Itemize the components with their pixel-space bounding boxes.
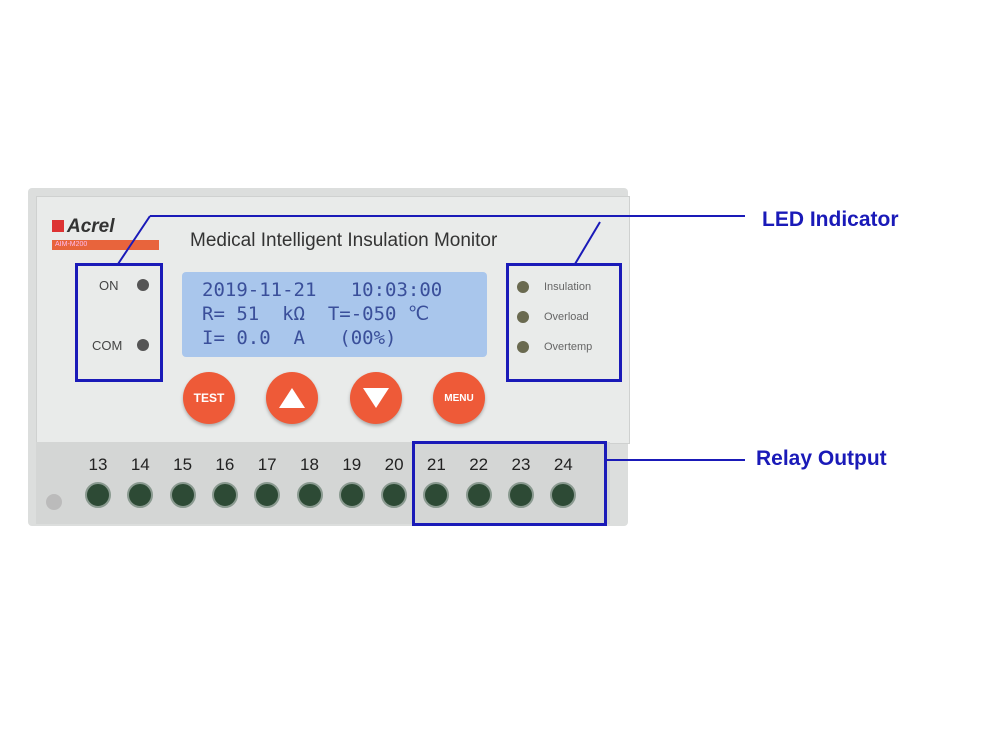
right-led-highlight-box [506,263,622,382]
led-indicator-annotation: LED Indicator [762,208,899,231]
model-label: AIM-M200 [52,240,159,250]
brand-logo: Acrel [52,216,115,238]
terminal-screw-icon [85,482,111,508]
up-button[interactable] [266,372,318,424]
terminal-screw-icon [550,482,577,508]
overtemp-led-icon [517,341,529,353]
lcd-line: 2019-11-21 10:03:00 [202,279,443,301]
lcd-line: I= 0.0 A (00%) [202,327,397,349]
brand-name: Acrel [67,216,115,237]
terminal-screw-icon [508,482,534,508]
terminal-number: 15 [173,455,193,474]
terminal-number: 14 [130,455,150,474]
insulation-led-icon [517,281,529,293]
left-led-highlight-box [75,263,163,382]
terminal-screw-icon [296,482,323,508]
led-label-overtemp: Overtemp [544,341,593,353]
terminal-screw-icon [465,482,492,508]
terminal-number: 20 [384,455,404,474]
terminal-number: 22 [469,455,489,474]
led-leader-line [117,215,151,265]
logo-icon [52,220,64,232]
overload-led-icon [517,311,529,323]
terminal-screw-icon [381,482,408,508]
terminal-number: 21 [426,455,446,474]
terminal-screw-icon [127,482,154,508]
led-label-on: ON [99,278,119,293]
terminal-number: 23 [511,455,531,474]
device-title: Medical Intelligent Insulation Monitor [190,230,498,251]
arrow-up-icon [279,388,305,408]
terminal-number: 13 [88,455,108,474]
led-label-overload: Overload [544,311,589,323]
terminal-number: 16 [215,455,235,474]
terminal-screw-icon [338,482,365,508]
arrow-down-icon [363,388,389,408]
down-button[interactable] [350,372,402,424]
terminal-number: 17 [257,455,277,474]
terminal-screw-icon [169,482,196,508]
terminal-number: 24 [553,455,573,474]
terminal-number: 19 [342,455,362,474]
on-led-icon [137,279,149,291]
led-label-com: COM [92,338,123,353]
mounting-screw-icon [46,494,62,510]
menu-button[interactable]: MENU [433,372,485,424]
terminal-screw-icon [423,482,450,508]
relay-highlight-box [412,441,607,526]
lcd-line: R= 51 kΩ T=-050 ℃ [202,303,430,325]
terminal-screw-icon [254,482,281,508]
com-led-icon [137,339,149,351]
led-label-insulation: Insulation [544,281,592,293]
terminal-screw-icon [211,482,238,508]
relay-output-annotation: Relay Output [756,447,887,470]
test-button[interactable]: TEST [183,372,235,424]
led-leader-line [574,221,601,265]
terminal-number: 18 [300,455,319,474]
